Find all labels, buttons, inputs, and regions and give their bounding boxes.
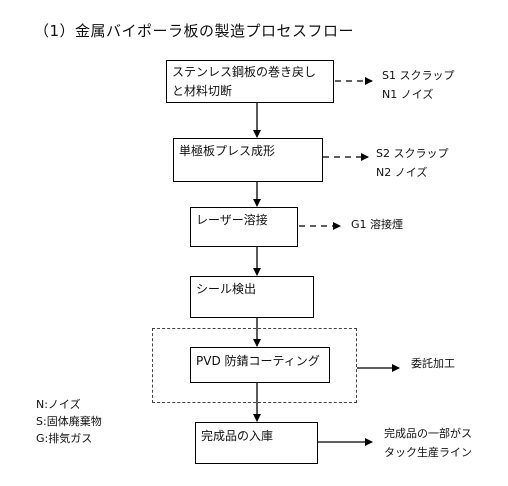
- outsourced-process-frame: [152, 328, 357, 403]
- output-s1-label: S1 スクラップ: [382, 69, 455, 82]
- step-press-forming-label: 単極板プレス成形: [179, 144, 276, 158]
- step-seal-inspection-label: シール検出: [196, 282, 257, 296]
- output-g1: G1 溶接煙: [351, 215, 403, 234]
- legend: N:ノイズ S:固体廃棄物 G:排気ガス: [36, 396, 102, 447]
- step-unwind-cut-line1: ステンレス鋼板の巻き戻し: [172, 65, 317, 79]
- diagram-title: （1）金属バイポーラ板の製造プロセスフロー: [34, 22, 355, 40]
- step-unwind-cut-line2: と材料切断: [172, 84, 233, 98]
- step-laser-welding-label: レーザー溶接: [196, 213, 268, 227]
- step-laser-welding: レーザー溶接: [190, 207, 298, 247]
- output-s1-n1: S1 スクラップ N1 ノイズ: [382, 66, 454, 104]
- output-n2-label: N2 ノイズ: [376, 166, 428, 179]
- legend-noise: N:ノイズ: [36, 398, 81, 411]
- step-seal-inspection: シール検出: [190, 276, 314, 318]
- output-n1-label: N1 ノイズ: [382, 88, 434, 101]
- step-pvd-coating-label: PVD 防錆コーティング: [196, 354, 320, 368]
- output-stack-line: 完成品の一部がス タック生産ライン: [384, 424, 472, 462]
- step-unwind-cut: ステンレス鋼板の巻き戻し と材料切断: [166, 60, 334, 103]
- step-pvd-coating: PVD 防錆コーティング: [190, 347, 330, 383]
- step-warehousing-label: 完成品の入庫: [201, 429, 274, 443]
- legend-exhaust-gas: G:排気ガス: [36, 432, 93, 445]
- step-warehousing: 完成品の入庫: [195, 422, 318, 464]
- output-stack-line-line2: タック生産ライン: [384, 446, 472, 459]
- output-s2-label: S2 スクラップ: [376, 147, 449, 160]
- output-outsourcing-label: 委託加工: [411, 357, 455, 370]
- legend-solid-waste: S:固体廃棄物: [36, 415, 102, 428]
- output-stack-line-line1: 完成品の一部がス: [384, 427, 472, 440]
- output-s2-n2: S2 スクラップ N2 ノイズ: [376, 144, 448, 182]
- step-press-forming: 単極板プレス成形: [173, 138, 323, 182]
- output-g1-label: G1 溶接煙: [351, 218, 404, 231]
- output-outsourcing: 委託加工: [411, 354, 455, 373]
